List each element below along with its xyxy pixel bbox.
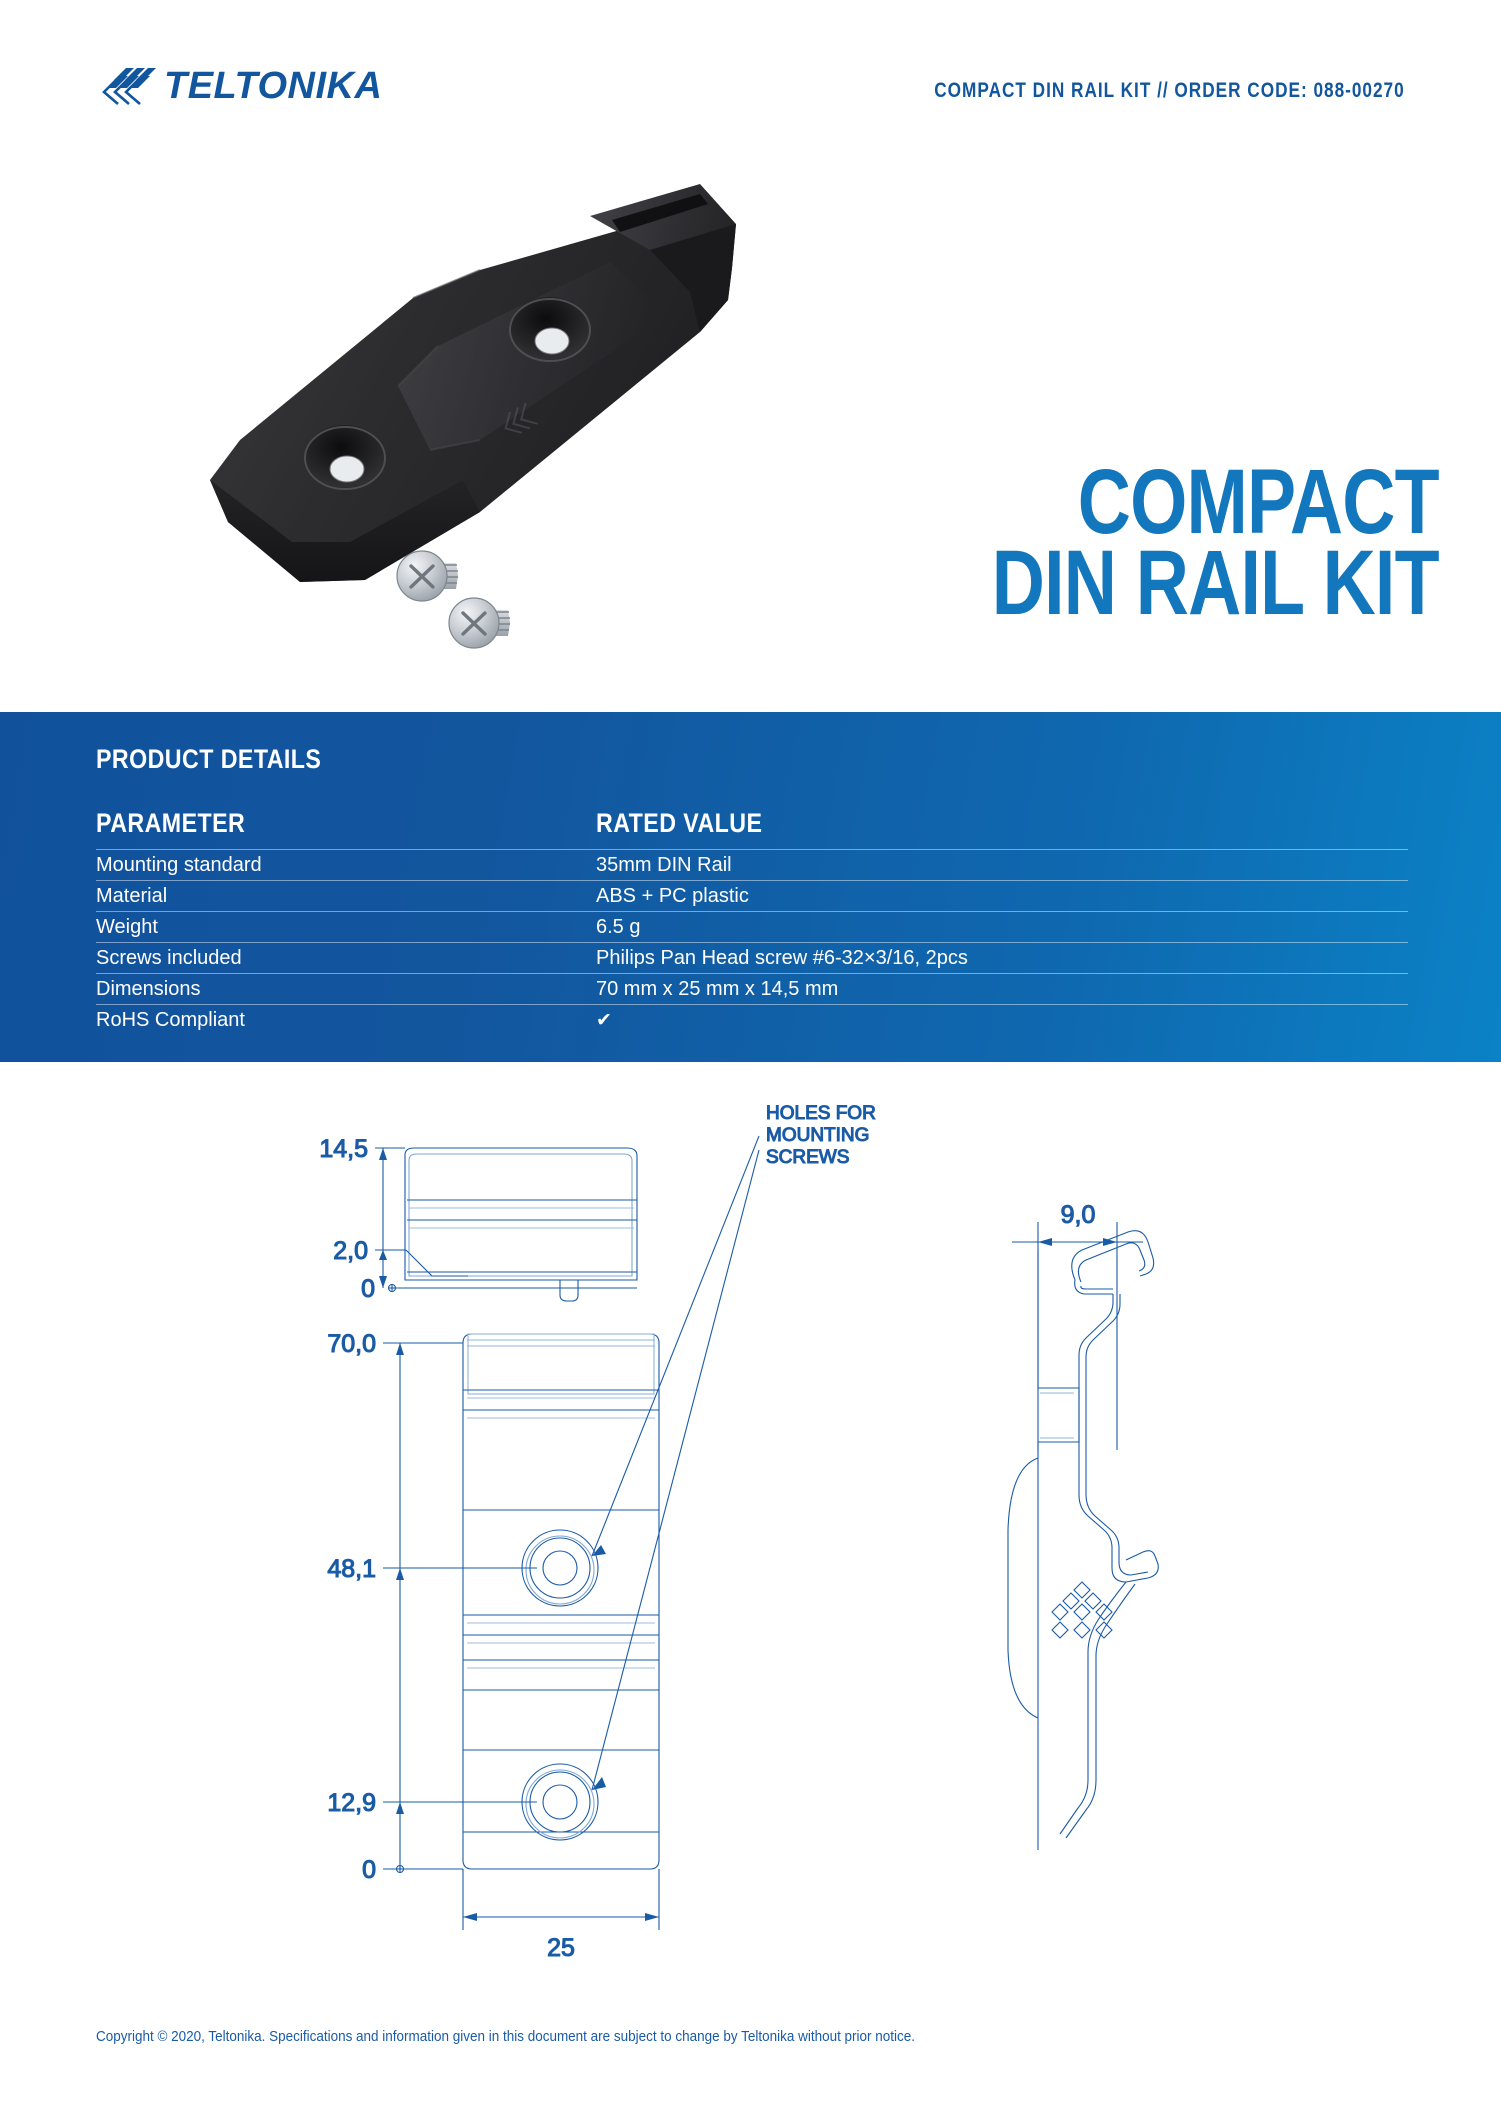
specs-table: PARAMETER RATED VALUE Mounting standard … [96, 808, 1408, 1035]
table-row: Weight 6.5 g [96, 911, 1408, 942]
row-parameter: RoHS Compliant [96, 1009, 245, 1031]
table-row: Material ABS + PC plastic [96, 880, 1408, 911]
drawing-top-view [404, 1147, 638, 1302]
row-value: 70 mm x 25 mm x 14,5 mm [596, 978, 839, 1000]
screw-lower [448, 597, 510, 649]
row-value: 6.5 g [596, 916, 641, 938]
row-parameter: Weight [96, 916, 158, 938]
table-row: RoHS Compliant ✔ [96, 1004, 1408, 1035]
row-value: 35mm DIN Rail [596, 854, 732, 876]
svg-text:14,5: 14,5 [319, 1135, 368, 1163]
page-title: COMPACT DIN RAIL KIT [880, 451, 1440, 634]
teltonika-chevrons-icon [96, 66, 158, 106]
rohs-check-icon: ✔ [596, 1010, 612, 1031]
order-code-line: COMPACT DIN RAIL KIT // ORDER CODE: 088-… [934, 79, 1405, 102]
teltonika-logo-text: TELTONIKA [164, 65, 383, 107]
embossed-logo-icon [1051, 1581, 1113, 1639]
row-value: Philips Pan Head screw #6-32×3/16, 2pcs [596, 947, 968, 969]
technical-drawing: 14,5 2,0 0 [0, 1090, 1501, 1963]
svg-text:0: 0 [361, 1275, 375, 1303]
svg-text:MOUNTING: MOUNTING [766, 1125, 869, 1146]
drawing-front-view [462, 1333, 660, 1870]
svg-text:12,9: 12,9 [327, 1789, 376, 1817]
table-row: Screws included Philips Pan Head screw #… [96, 942, 1408, 973]
dimension-front-vertical: 70,0 48,1 12,9 0 [327, 1329, 537, 1885]
row-parameter: Mounting standard [96, 854, 262, 876]
svg-text:HOLES FOR: HOLES FOR [766, 1103, 876, 1124]
photo-hole-upper [509, 297, 591, 362]
dimension-zero-top: 0 [361, 1274, 637, 1304]
table-row: Mounting standard 35mm DIN Rail [96, 849, 1408, 880]
section-title: PRODUCT DETAILS [96, 744, 322, 774]
copyright-text: Copyright © 2020, Teltonika. Specificati… [96, 2029, 916, 2045]
dimension-14-5: 14,5 [319, 1134, 405, 1288]
page-header: TELTONIKA COMPACT DIN RAIL KIT // ORDER … [0, 0, 1501, 150]
product-details-banner: PRODUCT DETAILS PARAMETER RATED VALUE Mo… [0, 712, 1501, 1062]
dimension-width-25: 25 [462, 1869, 660, 1963]
svg-text:0: 0 [362, 1856, 376, 1884]
dimension-9-0: 9,0 [1012, 1200, 1143, 1450]
row-value: ABS + PC plastic [596, 885, 749, 907]
page-footer: Copyright © 2020, Teltonika. Specificati… [96, 2029, 1416, 2045]
table-row: Dimensions 70 mm x 25 mm x 14,5 mm [96, 973, 1408, 1004]
row-parameter: Screws included [96, 947, 242, 969]
svg-text:48,1: 48,1 [327, 1555, 376, 1583]
specs-table-header: PARAMETER RATED VALUE [96, 808, 1408, 849]
embossed-logo-icon [504, 402, 538, 434]
column-header-parameter: PARAMETER [96, 808, 246, 838]
svg-text:25: 25 [547, 1934, 575, 1960]
page-title-line1: COMPACT [1078, 451, 1440, 553]
svg-text:SCREWS: SCREWS [766, 1147, 849, 1168]
page-title-line2: DIN RAIL KIT [992, 531, 1440, 634]
svg-text:70,0: 70,0 [327, 1330, 376, 1358]
row-parameter: Dimensions [96, 978, 201, 1000]
row-parameter: Material [96, 885, 168, 907]
photo-hole-lower [304, 425, 386, 490]
drawing-side-view: 9,0 [1007, 1200, 1159, 1850]
svg-text:9,0: 9,0 [1061, 1201, 1096, 1229]
dimension-2-0: 2,0 [333, 1236, 406, 1266]
teltonika-logo: TELTONIKA [96, 60, 382, 112]
column-header-value: RATED VALUE [596, 808, 763, 838]
product-photo [180, 150, 760, 670]
screw-upper [396, 550, 458, 602]
svg-text:2,0: 2,0 [333, 1237, 368, 1265]
annotation-holes-for-mounting-screws: HOLES FOR MOUNTING SCREWS [591, 1102, 876, 1791]
